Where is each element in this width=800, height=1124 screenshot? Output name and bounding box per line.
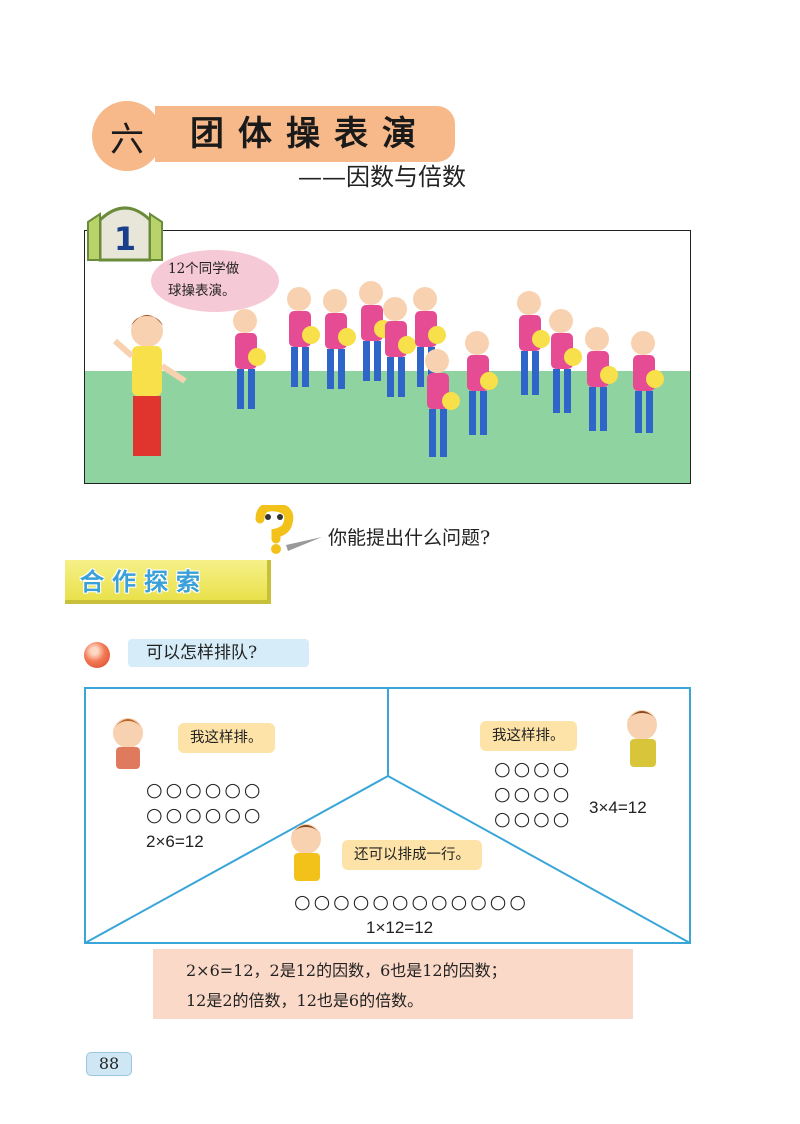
student bbox=[287, 287, 320, 387]
left-arrangement: ○○○○○○ ○○○○○○ 2×6=12 bbox=[146, 778, 263, 852]
circle-row: ○○○○○○ bbox=[146, 804, 264, 826]
students-illustration bbox=[113, 281, 664, 457]
circle-row: ○○○○ bbox=[494, 783, 573, 805]
student bbox=[585, 327, 618, 431]
student bbox=[233, 309, 266, 409]
left-equation: 2×6=12 bbox=[146, 832, 204, 851]
teacher-speech-text: 12个同学做 球操表演。 bbox=[168, 258, 278, 302]
student bbox=[549, 309, 582, 413]
boy-character bbox=[627, 710, 657, 767]
page-number: 88 bbox=[86, 1052, 132, 1076]
summary-line-1: 2×6=12，2是12的因数，6也是12的因数； bbox=[186, 961, 507, 980]
question-mark-icon bbox=[255, 505, 322, 554]
summary-box bbox=[153, 949, 633, 1019]
student bbox=[425, 349, 460, 457]
teacher-speech-bubble bbox=[151, 250, 279, 312]
chapter-title: 团体操表演 bbox=[190, 114, 430, 154]
boy-speech-bubble: 我这样排。 bbox=[480, 721, 577, 751]
boy-character-middle bbox=[291, 824, 321, 881]
circle-row: ○○○○ bbox=[494, 808, 573, 830]
cooperation-banner bbox=[65, 560, 271, 604]
summary-line-2: 12是2的倍数，12也是6的倍数。 bbox=[186, 991, 424, 1010]
teacher-figure bbox=[113, 315, 187, 456]
speech-line-2: 球操表演。 bbox=[168, 283, 236, 299]
chapter-number: 六 bbox=[92, 101, 162, 171]
lesson-number: 1 bbox=[114, 220, 136, 258]
student bbox=[323, 289, 356, 389]
student bbox=[517, 291, 550, 395]
student bbox=[465, 331, 498, 435]
right-arrangement: ○○○○ ○○○○ ○○○○ bbox=[494, 757, 572, 832]
student bbox=[631, 331, 664, 433]
chapter-subtitle: ——因数与倍数 bbox=[298, 163, 466, 191]
red-ball-icon bbox=[84, 642, 110, 668]
section-question: 可以怎样排队? bbox=[146, 643, 258, 663]
section-question-box bbox=[128, 639, 309, 667]
student bbox=[383, 297, 416, 397]
circle-row: ○○○○ bbox=[494, 758, 573, 780]
middle-speech-bubble: 还可以排成一行。 bbox=[342, 840, 482, 870]
circle-row: ○○○○○○○○○○○○ bbox=[294, 891, 529, 913]
middle-equation: 1×12=12 bbox=[366, 918, 434, 937]
cooperation-banner-text: 合作探索 bbox=[80, 568, 208, 596]
girl-character bbox=[112, 718, 144, 769]
speech-line-1: 12个同学做 bbox=[168, 261, 240, 277]
question-prompt: 你能提出什么问题? bbox=[328, 527, 491, 549]
chapter-title-band bbox=[155, 106, 455, 162]
circle-row: ○○○○○○ bbox=[146, 779, 264, 801]
lesson-window-badge: 1 bbox=[87, 206, 163, 262]
right-equation: 3×4=12 bbox=[589, 798, 647, 817]
girl-speech-bubble: 我这样排。 bbox=[178, 723, 275, 753]
